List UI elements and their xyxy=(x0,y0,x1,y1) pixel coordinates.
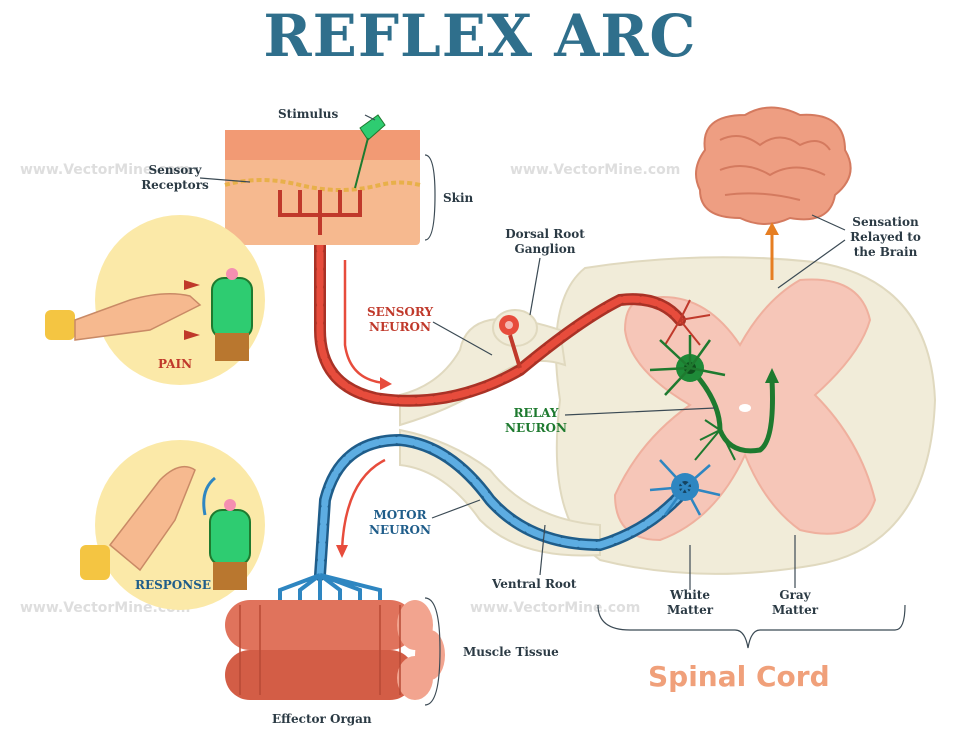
label-dorsal-root-ganglion: Dorsal Root Ganglion xyxy=(505,227,585,257)
label-muscle-tissue: Muscle Tissue xyxy=(463,645,559,660)
label-gray-matter: Gray Matter xyxy=(760,588,830,618)
label-response: RESPONSE xyxy=(135,578,211,593)
label-relay-neuron: RELAY NEURON xyxy=(505,406,567,436)
label-ventral-root: Ventral Root xyxy=(492,577,576,592)
label-spinal-cord: Spinal Cord xyxy=(648,660,830,693)
label-sensory-neuron: SENSORY NEURON xyxy=(365,305,435,335)
label-stimulus: Stimulus xyxy=(278,107,338,122)
label-effector-organ: Effector Organ xyxy=(272,712,372,727)
label-white-matter: White Matter xyxy=(655,588,725,618)
skin-block xyxy=(225,115,420,245)
label-sensory-receptors: Sensory Receptors xyxy=(140,163,210,193)
label-motor-neuron: MOTOR NEURON xyxy=(365,508,435,538)
label-pain: PAIN xyxy=(158,357,192,372)
brain-illustration xyxy=(696,108,851,281)
pain-scene xyxy=(45,215,265,385)
muscle-tissue xyxy=(225,600,445,700)
label-sensation: Sensation Relayed to the Brain xyxy=(848,215,923,260)
label-skin: Skin xyxy=(443,191,473,206)
